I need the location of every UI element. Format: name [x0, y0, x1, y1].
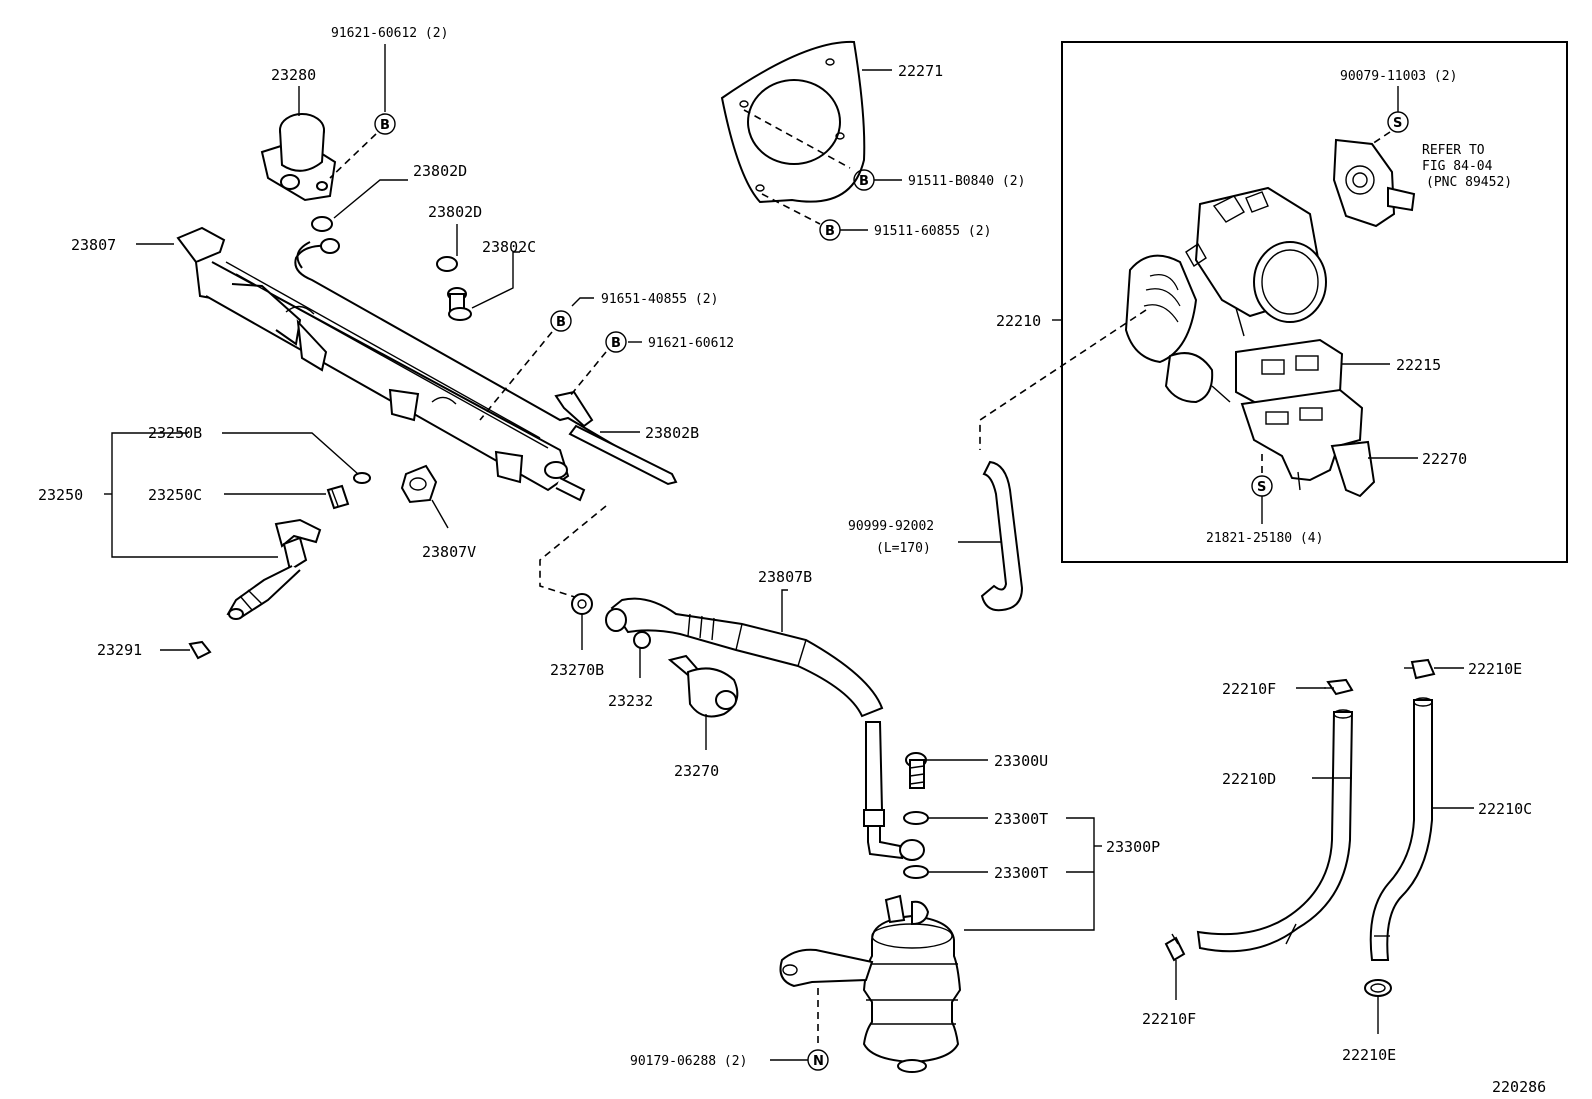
label-screw-idle: 21821-25180 (4)	[1206, 531, 1323, 546]
label-clamp-e1: 22210E	[1468, 660, 1522, 678]
svg-text:S: S	[1257, 480, 1266, 495]
label-hose-23807b: 23807B	[758, 568, 812, 586]
label-clamp-f2: 22210F	[1142, 1010, 1196, 1028]
throttle-gasket-22271	[720, 40, 866, 204]
label-pressure-regulator: 23280	[271, 66, 316, 84]
clamp-22210f-top	[1324, 678, 1354, 696]
label-fuel-pipe-b: 23802B	[645, 424, 699, 442]
figure-id: 220286	[1492, 1078, 1546, 1096]
circle-mark-b-2: B	[550, 310, 572, 332]
circle-mark-s-2: S	[1251, 475, 1273, 497]
union-bolt-23802c	[447, 287, 472, 321]
hose-90999-92002	[980, 460, 1024, 612]
label-bolt-filter: 90179-06288 (2)	[630, 1054, 747, 1069]
fuel-pipe-line	[294, 244, 671, 479]
gasket-23300t-1	[903, 811, 929, 825]
o-ring-23802d-top	[311, 216, 333, 232]
label-hose-c: 22210C	[1478, 800, 1532, 818]
clamp-22210e-top	[1404, 658, 1436, 680]
label-o-ring-d1: 23802D	[413, 162, 467, 180]
label-fig-ref: FIG 84-04	[1422, 159, 1493, 174]
gasket-23300t-2	[903, 865, 929, 879]
clamp-22210f-bottom	[1164, 933, 1186, 962]
label-filter-kit: 23300P	[1106, 838, 1160, 856]
label-bolt-pressure-reg: 91621-60612 (2)	[331, 26, 448, 41]
label-injector-seal: 23291	[97, 641, 142, 659]
label-o-ring-b: 23250B	[148, 424, 202, 442]
circle-mark-b-1: B	[374, 113, 396, 135]
label-hose-length: (L=170)	[876, 541, 931, 556]
circle-mark-b-5: B	[819, 219, 841, 241]
injector-seal-23291	[188, 640, 212, 660]
label-gasket-23270b: 23270B	[550, 661, 604, 679]
fuel-pipe-bracket-23802b	[554, 390, 678, 486]
label-pnc-ref: (PNC 89452)	[1426, 175, 1512, 190]
svg-text:B: B	[611, 336, 621, 351]
label-gasket-22215: 22215	[1396, 356, 1441, 374]
label-gasket-t1: 23300T	[994, 810, 1048, 828]
label-insulator-v: 23807V	[422, 543, 476, 561]
label-screw-sensor: 90079-11003 (2)	[1340, 69, 1457, 84]
throttle-position-sensor	[1332, 138, 1416, 228]
label-bolt-throttle-2: 91511-60855 (2)	[874, 224, 991, 239]
label-hose-90999: 90999-92002	[848, 519, 934, 534]
hose-22210c	[1369, 699, 1433, 961]
label-gasket-23232: 23232	[608, 692, 653, 710]
label-hose-d: 22210D	[1222, 770, 1276, 788]
label-injector-kit-assy: 23250	[38, 486, 83, 504]
label-o-ring-d2: 23802D	[428, 203, 482, 221]
insulator-23807v	[400, 464, 438, 504]
label-bolt-throttle-1: 91511-B0840 (2)	[908, 174, 1025, 189]
label-throttle-body: 22210	[996, 312, 1041, 330]
clamp-22210e-bottom	[1364, 979, 1392, 997]
label-refer-to: REFER TO	[1422, 143, 1485, 158]
label-clamp-e2: 22210E	[1342, 1046, 1396, 1064]
label-delivery-pipe: 23807	[71, 236, 116, 254]
pulsation-damper-23270	[667, 654, 739, 718]
delivery-pipe-drawing	[176, 226, 586, 502]
throttle-body-22210	[1124, 186, 1327, 404]
label-clamp-f1: 22210F	[1222, 680, 1276, 698]
hose-22210d	[1196, 711, 1354, 953]
svg-text:B: B	[556, 315, 566, 330]
injector-kit-bracket	[111, 432, 278, 558]
idle-speed-valve-22270	[1240, 388, 1376, 498]
insulator-23250c	[326, 484, 350, 510]
svg-text:S: S	[1393, 116, 1402, 131]
throttle-body-inset-frame	[1061, 41, 1568, 563]
gasket-23232	[633, 631, 651, 649]
label-bolt-b1: 91651-40855 (2)	[601, 292, 718, 307]
label-idle-valve: 22270	[1422, 450, 1467, 468]
label-gasket-throttle: 22271	[898, 62, 943, 80]
svg-text:B: B	[825, 224, 835, 239]
fuel-hose-23807b	[605, 597, 884, 718]
injector-23250	[226, 518, 322, 620]
label-union-bolt-c: 23802C	[482, 238, 536, 256]
svg-text:B: B	[380, 118, 390, 133]
label-bolt-23300u: 23300U	[994, 752, 1048, 770]
label-insulator-c: 23250C	[148, 486, 202, 504]
fuel-filter-body	[779, 894, 962, 1073]
label-damper-23270: 23270	[674, 762, 719, 780]
pressure-regulator-drawing	[260, 113, 337, 202]
svg-text:B: B	[859, 174, 869, 189]
fuel-line-to-filter	[863, 721, 925, 861]
svg-text:N: N	[813, 1054, 824, 1069]
o-ring-23250b	[353, 472, 371, 484]
circle-mark-n-1: N	[807, 1049, 829, 1071]
label-bolt-b2: 91621-60612	[648, 336, 734, 351]
circle-mark-s-1: S	[1387, 111, 1409, 133]
union-bolt-23300u	[905, 752, 927, 789]
label-gasket-t2: 23300T	[994, 864, 1048, 882]
filter-kit-bracket-line	[964, 817, 1095, 931]
o-ring-23802d-second	[436, 256, 458, 272]
gasket-23270b	[571, 593, 593, 615]
circle-mark-b-3: B	[605, 331, 627, 353]
